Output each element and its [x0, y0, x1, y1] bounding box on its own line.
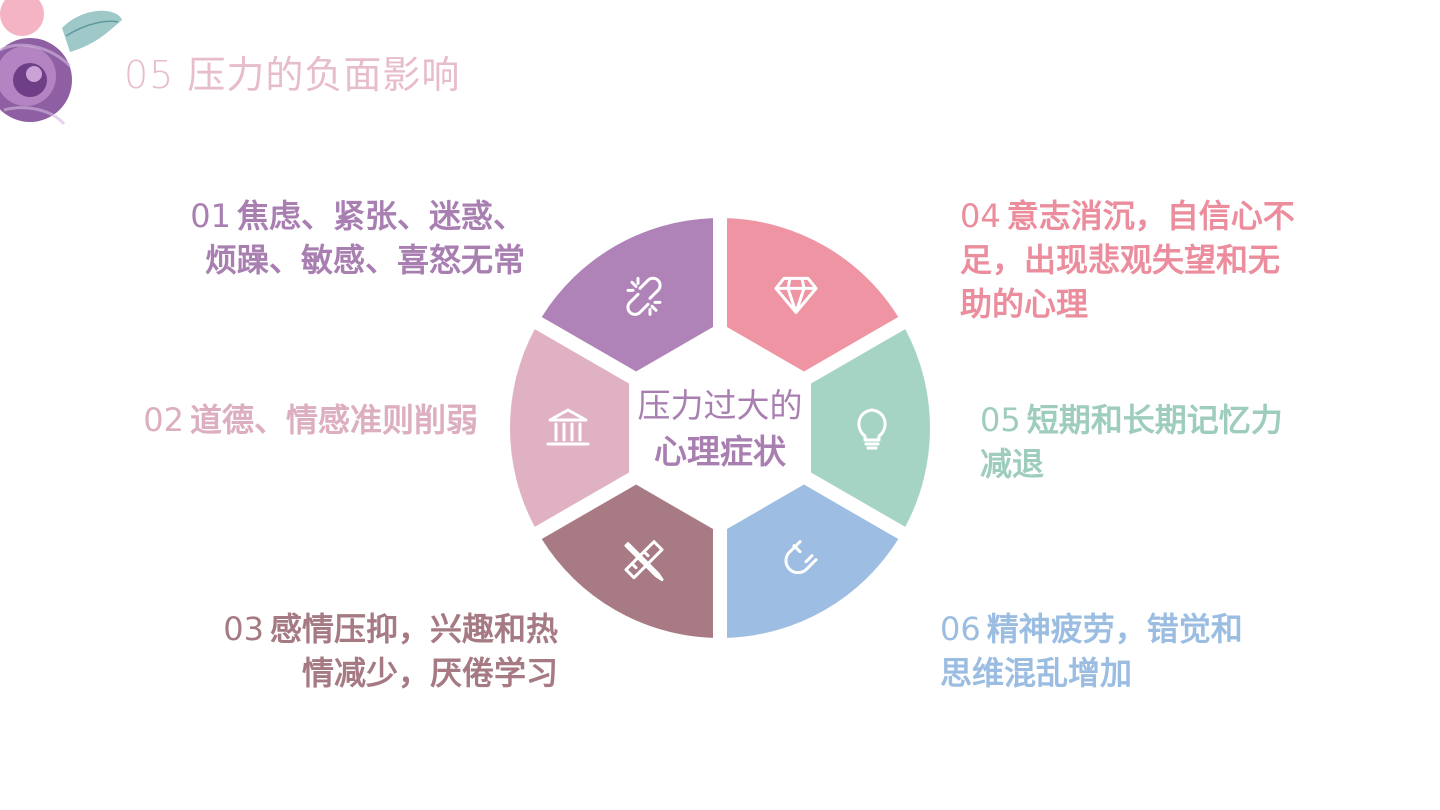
item-04-number: 04 [960, 197, 1001, 235]
ruler-pencil-icon [624, 540, 664, 582]
item-02-number: 02 [143, 401, 184, 439]
segment-04 [727, 218, 899, 372]
segment-03 [541, 484, 713, 638]
diamond-icon [774, 276, 818, 314]
flower-decoration-icon [0, 0, 122, 126]
item-02-text-1: 道德、情感准则削弱 [189, 401, 478, 439]
magnet-icon [784, 540, 818, 575]
item-06-line-2: 思维混乱增加 [940, 654, 1133, 692]
item-03-number: 03 [223, 610, 264, 648]
item-01-line-2: 烦躁、敏感、喜怒无常 [204, 241, 525, 279]
slide-title: 05 压力的负面影响 [124, 53, 461, 97]
center-label-line2: 心理症状 [654, 432, 786, 471]
item-01-number: 01 [190, 197, 231, 235]
bank-icon [546, 408, 590, 446]
segment-01 [541, 218, 713, 372]
item-03-line-2: 情减少，厌倦学习 [301, 654, 558, 692]
broken-link-icon [626, 276, 662, 316]
item-06-text-1: 精神疲劳，错觉和 [986, 610, 1243, 648]
item-05-line-2: 减退 [980, 445, 1045, 483]
item-01-text-1: 焦虑、紧张、迷惑、 [236, 197, 525, 235]
segment-02 [510, 329, 630, 527]
center-label-line1: 压力过大的 [637, 386, 803, 425]
item-05-text-1: 短期和长期记忆力 [1026, 401, 1283, 439]
item-05-number: 05 [980, 401, 1021, 439]
center-label: 压力过大的 心理症状 [619, 383, 821, 475]
item-06-number: 06 [940, 610, 981, 648]
item-04-line-3: 助的心理 [960, 285, 1089, 323]
stress-wheel-diagram [510, 218, 930, 638]
item-03-text-1: 感情压抑，兴趣和热 [269, 610, 558, 648]
lightbulb-icon [857, 408, 887, 450]
segment-05 [810, 329, 930, 527]
item-04-text-1: 意志消沉，自信心不 [1006, 197, 1295, 235]
item-04-line-2: 足，出现悲观失望和无 [960, 241, 1281, 279]
